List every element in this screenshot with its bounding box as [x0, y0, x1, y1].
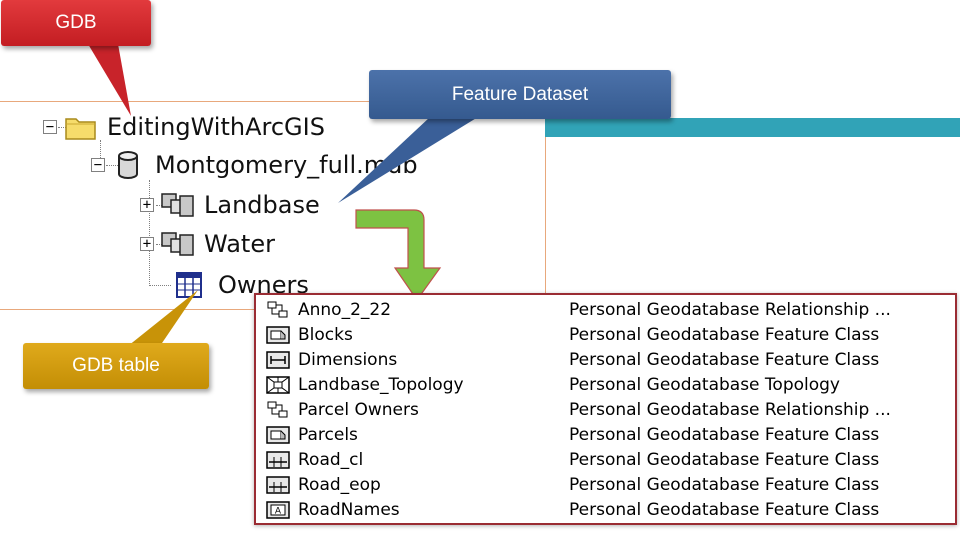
list-item[interactable]: Blocks Personal Geodatabase Feature Clas…: [264, 322, 879, 347]
item-type: Personal Geodatabase Feature Class: [569, 324, 880, 345]
annotation-feature-class-icon: A: [264, 500, 292, 520]
item-name: RoadNames: [298, 499, 400, 520]
collapse-icon[interactable]: −: [91, 158, 105, 172]
item-type: Personal Geodatabase Feature Class: [569, 424, 880, 445]
tree-connector: [149, 180, 150, 286]
svg-text:A: A: [275, 506, 282, 516]
expand-icon[interactable]: +: [140, 198, 154, 212]
folder-icon: [65, 118, 96, 140]
tree-item-label: Water: [204, 230, 275, 258]
gdb-callout: GDB: [1, 0, 151, 46]
topology-icon: [264, 375, 292, 395]
list-item[interactable]: Dimensions Personal Geodatabase Feature …: [264, 347, 879, 372]
item-name: Road_eop: [298, 474, 381, 495]
list-item[interactable]: Parcel Owners Personal Geodatabase Relat…: [264, 397, 891, 422]
polygon-feature-class-icon: [264, 425, 292, 445]
list-item[interactable]: A RoadNames Personal Geodatabase Feature…: [264, 497, 879, 522]
list-item[interactable]: Road_cl Personal Geodatabase Feature Cla…: [264, 447, 879, 472]
catalog-tree-panel: − EditingWithArcGIS − Montgomery_full.md…: [0, 101, 546, 310]
line-feature-class-icon: [264, 450, 292, 470]
item-type: Personal Geodatabase Feature Class: [569, 449, 880, 470]
item-type: Personal Geodatabase Relationship ...: [569, 399, 891, 420]
gdb-table-callout: GDB table: [23, 343, 209, 389]
feature-dataset-callout: Feature Dataset: [369, 70, 671, 119]
feature-dataset-icon: [161, 193, 194, 217]
gdb-callout-label: GDB: [55, 12, 97, 33]
item-type: Personal Geodatabase Relationship ...: [569, 299, 891, 320]
item-type: Personal Geodatabase Topology: [569, 374, 840, 395]
item-name: Parcels: [298, 424, 358, 445]
feature-dataset-callout-label: Feature Dataset: [451, 83, 589, 105]
catalog-contents-list: Anno_2_22 Personal Geodatabase Relations…: [254, 293, 957, 525]
gdb-table-callout-label: GDB table: [72, 355, 160, 376]
tree-item-label: Landbase: [204, 191, 320, 219]
relationship-icon: [264, 400, 292, 420]
tree-item-label: EditingWithArcGIS: [107, 113, 325, 141]
list-item[interactable]: Road_eop Personal Geodatabase Feature Cl…: [264, 472, 879, 497]
item-name: Blocks: [298, 324, 353, 345]
item-type: Personal Geodatabase Feature Class: [569, 499, 880, 520]
item-name: Road_cl: [298, 449, 364, 470]
item-type: Personal Geodatabase Feature Class: [569, 474, 880, 495]
list-item[interactable]: Landbase_Topology Personal Geodatabase T…: [264, 372, 840, 397]
tree-connector: [149, 285, 171, 286]
tree-connector: [100, 140, 101, 166]
list-item[interactable]: Parcels Personal Geodatabase Feature Cla…: [264, 422, 879, 447]
tree-item-database[interactable]: − Montgomery_full.mdb: [91, 146, 418, 184]
decorative-teal-bar: [545, 118, 960, 137]
line-feature-class-icon: [264, 475, 292, 495]
feature-dataset-icon: [161, 232, 194, 256]
list-item[interactable]: Anno_2_22 Personal Geodatabase Relations…: [264, 297, 891, 322]
item-name: Landbase_Topology: [298, 374, 464, 395]
item-name: Anno_2_22: [298, 299, 392, 320]
table-icon: [176, 272, 202, 298]
dimension-feature-class-icon: [264, 350, 292, 370]
expand-icon[interactable]: +: [140, 237, 154, 251]
collapse-icon[interactable]: −: [43, 120, 57, 134]
tree-item-water[interactable]: + Water: [140, 225, 275, 263]
tree-item-root-folder[interactable]: − EditingWithArcGIS: [43, 108, 325, 146]
relationship-icon: [264, 300, 292, 320]
tree-item-label: Montgomery_full.mdb: [155, 151, 418, 179]
tree-item-landbase[interactable]: + Landbase: [140, 186, 320, 224]
item-type: Personal Geodatabase Feature Class: [569, 349, 880, 370]
personal-geodatabase-icon: [118, 151, 138, 179]
item-name: Dimensions: [298, 349, 398, 370]
item-name: Parcel Owners: [298, 399, 419, 420]
polygon-feature-class-icon: [264, 325, 292, 345]
tree-connector: [106, 165, 126, 166]
